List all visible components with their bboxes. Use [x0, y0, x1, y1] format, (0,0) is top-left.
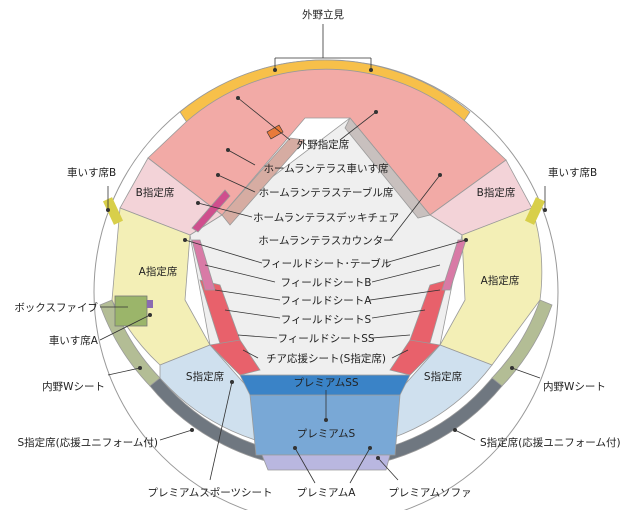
- label-wheelchair-b-right: 車いす席B: [548, 166, 597, 179]
- wheelchair-b-right: [524, 197, 546, 225]
- cheer-seat-left-section: [209, 339, 261, 376]
- field-table-right-section: [441, 239, 467, 291]
- label-s-uniform-left: S指定席(応援ユニフォーム付): [17, 436, 158, 449]
- label-outfield-standing: 外野立見: [302, 8, 344, 21]
- leader-lines: [99, 24, 547, 484]
- label-premium-sofa: プレミアムソファ: [388, 487, 471, 499]
- label-home-run-counter: ホームランテラスカウンター: [258, 235, 393, 247]
- label-infield-w-left: 内野Wシート: [42, 380, 105, 393]
- label-field-s: フィールドシートS: [281, 314, 372, 326]
- label-wheelchair-a: 車いす席A: [49, 334, 99, 347]
- label-premium-a: プレミアムA: [297, 487, 357, 499]
- label-outfield-reserved: 外野指定席: [297, 138, 350, 151]
- label-infield-w-right: 内野Wシート: [543, 380, 606, 393]
- label-b-reserved-right: B指定席: [477, 186, 516, 199]
- label-s-uniform-right: S指定席(応援ユニフォーム付): [480, 436, 621, 449]
- label-cheer-seat: チア応援シート(S指定席): [266, 352, 386, 365]
- label-s-reserved-right: S指定席: [424, 370, 462, 383]
- box-five-accent: [147, 300, 153, 308]
- label-home-run-table: ホームランテラステーブル席: [259, 186, 394, 199]
- label-field-a: フィールドシートA: [281, 295, 373, 307]
- label-wheelchair-b-left: 車いす席B: [67, 166, 116, 179]
- box-five-section: [114, 295, 148, 327]
- label-a-reserved-left: A指定席: [139, 265, 178, 278]
- premium-a-section: [261, 454, 391, 471]
- label-field-ss: フィールドシートSS: [277, 333, 374, 345]
- label-a-reserved-right: A指定席: [481, 274, 520, 287]
- label-field-table: フィールドシート･テーブル: [261, 257, 391, 270]
- label-field-b: フィールドシートB: [281, 277, 372, 289]
- label-b-reserved-left: B指定席: [136, 186, 175, 199]
- label-premium-s: プレミアムS: [297, 428, 356, 440]
- outfield-wheelchair-marker: [266, 124, 284, 140]
- label-s-reserved-left: S指定席: [186, 370, 224, 383]
- s-uniform-section: [149, 377, 503, 470]
- home-run-deckchair-section: [191, 189, 231, 233]
- label-premium-ss: プレミアムSS: [293, 377, 358, 389]
- home-run-table-section: [221, 137, 306, 226]
- a-reserved-right-section: [439, 207, 543, 366]
- label-premium-sports: プレミアムスポーツシート: [147, 487, 272, 499]
- label-home-run-deckchair: ホームランテラスデッキチェア: [253, 211, 399, 224]
- home-run-counter-section: [344, 117, 431, 219]
- premium-s-section: [249, 394, 401, 456]
- label-home-run-wheelchair: ホームランテラス車いす席: [264, 162, 389, 175]
- label-box-five: ボックスファイブ: [14, 301, 98, 314]
- cheer-seat-right-section: [389, 339, 441, 376]
